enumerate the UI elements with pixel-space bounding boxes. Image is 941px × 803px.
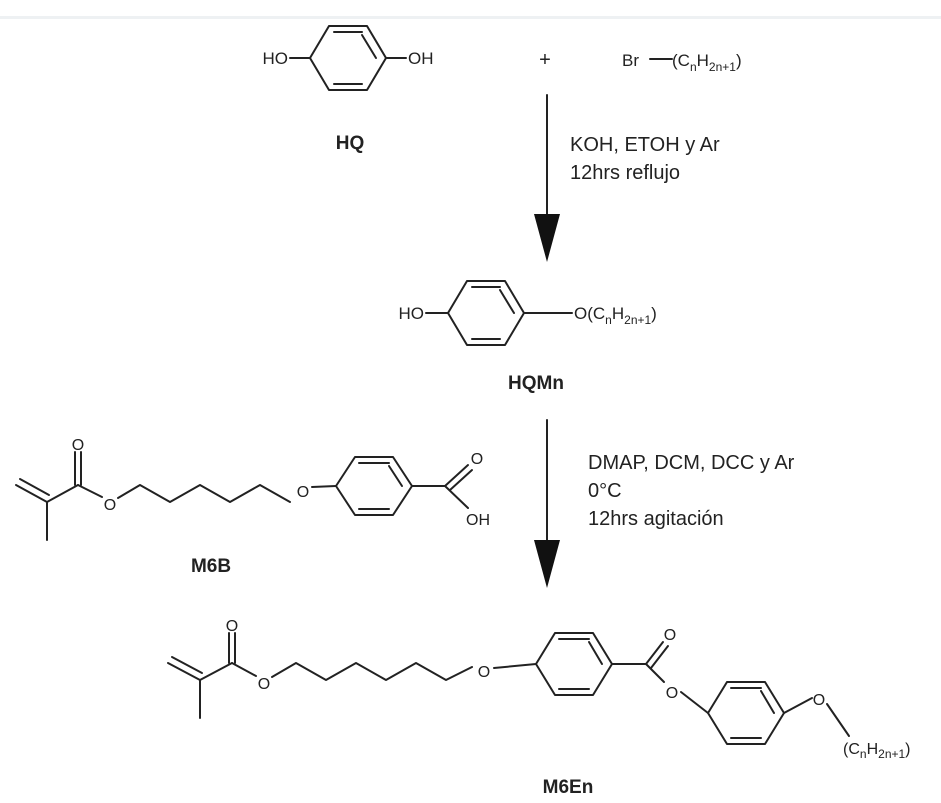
- m6en-ester-o: O: [258, 676, 270, 693]
- hqmn-structure: HO O(CnH2n+1): [399, 280, 657, 346]
- step1-reagents: KOH, ETOH y Ar: [570, 134, 720, 156]
- m6en-ester2-o: O: [666, 685, 678, 702]
- m6b-ester-o: O: [104, 497, 116, 514]
- m6b-structure: O O O O OH: [15, 437, 490, 541]
- m6b-name: M6B: [191, 556, 231, 577]
- m6en-benzene-ring-1: [535, 632, 613, 696]
- plus-sign: +: [539, 49, 551, 71]
- bromoalkane-reagent: Br (CnH2n+1): [622, 51, 742, 74]
- m6en-carbonyl2-o: O: [664, 627, 676, 644]
- m6en-chain-formula: (CnH2n+1): [843, 741, 911, 761]
- hq-name: HQ: [336, 133, 365, 154]
- m6en-structure: O O O O O O (CnH2n+1): [167, 618, 911, 761]
- top-border-line: [0, 16, 941, 19]
- reaction-arrow-1: [534, 94, 560, 262]
- m6b-carbonyl-o: O: [72, 437, 84, 454]
- m6b-acid-oh: OH: [466, 512, 490, 529]
- hq-benzene-ring: [309, 25, 387, 91]
- step1-conditions: 12hrs reflujo: [570, 162, 680, 184]
- hqmn-ho-label: HO: [399, 304, 425, 323]
- m6b-ether-o: O: [297, 484, 309, 501]
- m6en-ether-o: O: [478, 664, 490, 681]
- hq-ho-label: HO: [263, 49, 289, 68]
- hq-oh-label: OH: [408, 49, 434, 68]
- bromo-chain-formula: (CnH2n+1): [672, 51, 742, 74]
- hqmn-name: HQMn: [508, 373, 564, 394]
- step2-reagents: DMAP, DCM, DCC y Ar: [588, 452, 795, 474]
- hqmn-benzene-ring: [447, 280, 525, 346]
- m6b-benzene-ring: [335, 456, 413, 516]
- m6en-benzene-ring-2: [707, 681, 785, 745]
- m6b-acid-carbonyl-o: O: [471, 451, 483, 468]
- m6en-carbonyl-o: O: [226, 618, 238, 635]
- m6en-ether2-o: O: [813, 692, 825, 709]
- m6en-name: M6En: [543, 777, 594, 798]
- step2-temperature: 0°C: [588, 480, 622, 502]
- step2-conditions: 12hrs agitación: [588, 508, 724, 530]
- hqmn-ether-label: O(CnH2n+1): [574, 304, 657, 327]
- reaction-arrow-2: [534, 419, 560, 588]
- bromo-prefix: Br: [622, 51, 639, 70]
- hq-structure: HO OH: [263, 25, 434, 91]
